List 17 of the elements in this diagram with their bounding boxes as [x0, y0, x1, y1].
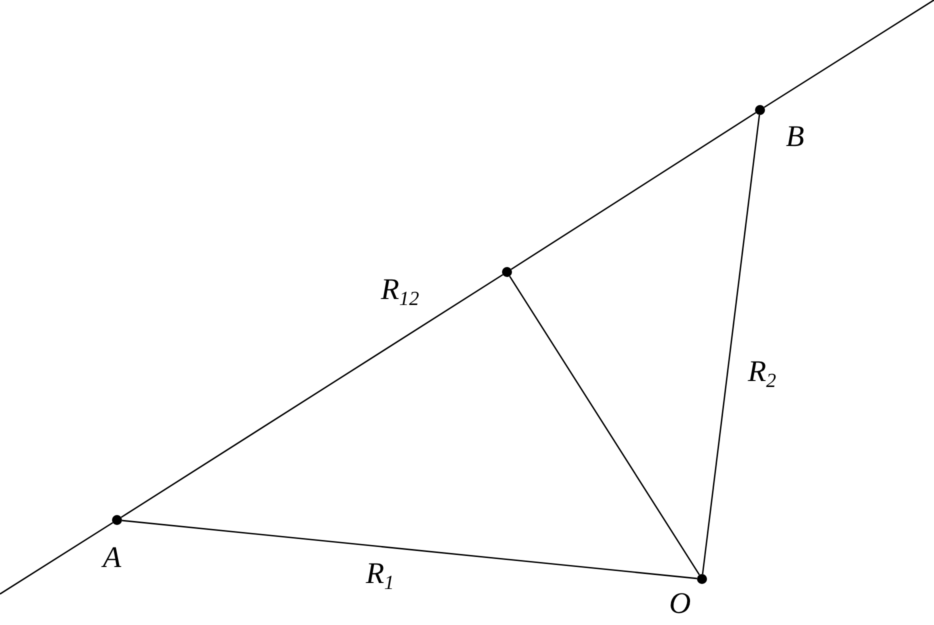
- edge-label: R$_{12}$: [380, 275, 420, 305]
- line-segment: [764, 0, 934, 108]
- point-dot: [755, 105, 765, 115]
- line-segment: [702, 114, 760, 574]
- point-label: O: [669, 589, 691, 619]
- line-segment: [0, 522, 114, 595]
- line-segment: [510, 112, 756, 270]
- line-segment: [122, 520, 698, 580]
- point-label: A: [102, 543, 122, 573]
- edge-label: R$_{2}$: [748, 357, 776, 387]
- line-segment: [120, 274, 504, 518]
- edge-label: R$_{1}$: [366, 559, 394, 589]
- line-segment: [509, 276, 700, 576]
- point-dot: [112, 515, 122, 525]
- point-dot: [697, 574, 707, 584]
- point-dot: [502, 267, 512, 277]
- point-label: B: [786, 122, 804, 152]
